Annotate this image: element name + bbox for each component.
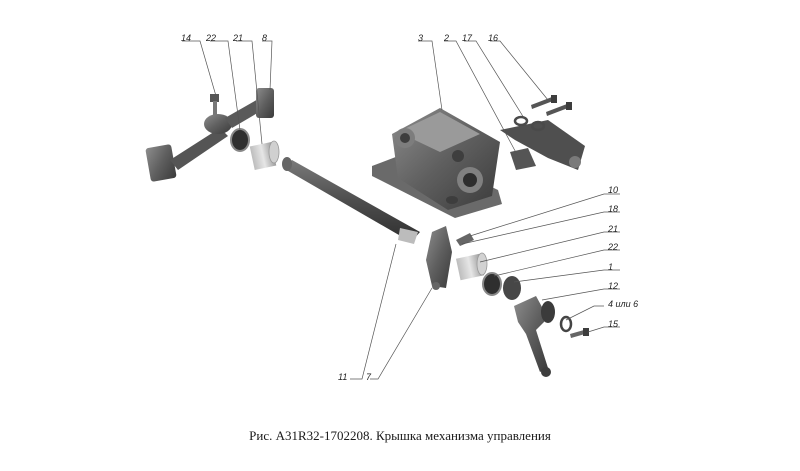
label-part-17: 17 (462, 33, 473, 43)
label-part-21-lower: 21 (608, 224, 619, 234)
washers-part-17 (513, 115, 546, 132)
lever-part-7 (426, 226, 452, 290)
pin-part-10 (456, 233, 474, 246)
label-part-10: 10 (608, 185, 619, 195)
bolt-part-14 (210, 94, 219, 115)
label-part-22-lower: 22 (608, 242, 619, 252)
label-part-2: 2 (444, 33, 450, 43)
washer-part-1 (503, 276, 521, 300)
label-part-15: 15 (608, 319, 619, 329)
label-part-18: 18 (608, 204, 619, 214)
label-part-21-upper: 21 (233, 33, 244, 43)
cover-housing-part-3 (372, 108, 502, 218)
label-part-11: 11 (338, 372, 348, 382)
label-part-3: 3 (418, 33, 424, 43)
label-part-1: 1 (608, 262, 614, 272)
label-part-22-upper: 22 (206, 33, 217, 43)
washer-part-12 (541, 301, 555, 323)
label-part-14: 14 (181, 33, 192, 43)
lower-lever-arm (514, 296, 551, 377)
label-part-16: 16 (488, 33, 499, 43)
bushing-part-21-upper (249, 140, 280, 171)
bolts-part-16 (531, 95, 572, 116)
shaft-part-11 (282, 157, 420, 244)
seal-part-22-upper (230, 128, 250, 152)
seal-part-22-lower (482, 272, 502, 296)
leader-lines (182, 40, 620, 380)
label-part-7: 7 (366, 372, 372, 382)
bolt-part-15 (570, 328, 589, 338)
figure-caption: Рис. А31R32-1702208. Крышка механизма уп… (249, 428, 551, 443)
washer-part-4-or-6 (559, 315, 573, 333)
label-part-4-or-6: 4 или 6 (608, 299, 639, 309)
label-part-12: 12 (608, 281, 619, 291)
label-part-8: 8 (262, 33, 268, 43)
bushing-part-21-lower (455, 252, 488, 281)
lever-part-8 (145, 88, 274, 182)
